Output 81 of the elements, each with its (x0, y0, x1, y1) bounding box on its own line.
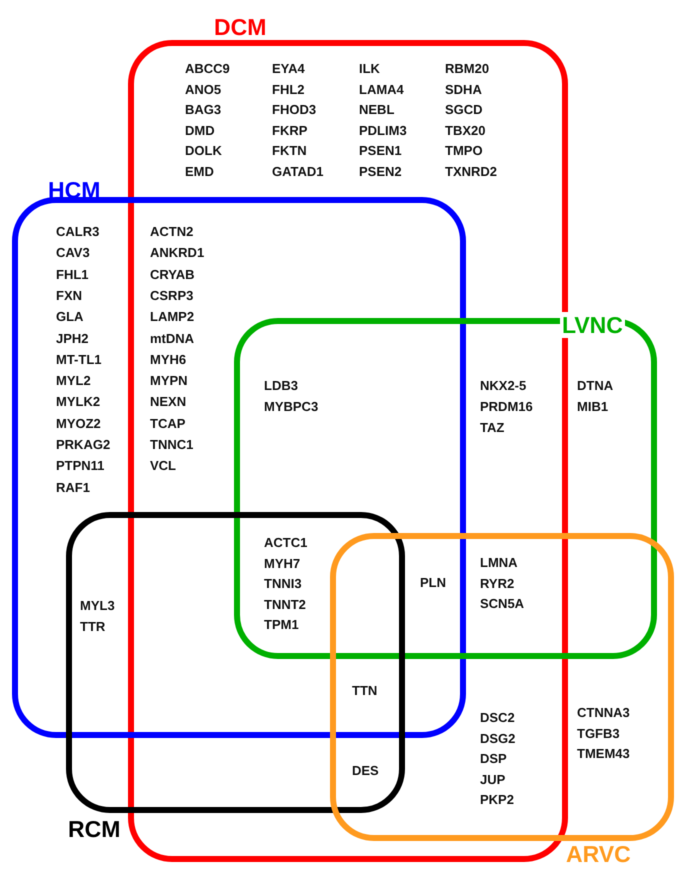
gene-label: SCN5A (480, 596, 524, 612)
gene-label: TAZ (480, 420, 504, 436)
gene-label: FXN (56, 288, 82, 304)
gene-label: TNNI3 (264, 576, 302, 592)
gene-label: TNNT2 (264, 596, 306, 613)
gene-label: SDHA (445, 82, 482, 98)
gene-label: MIB1 (577, 399, 608, 415)
gene-label: TXNRD2 (445, 164, 498, 180)
gene-label: JUP (480, 772, 506, 788)
gene-label: PSEN2 (359, 164, 402, 180)
gene-label: TTN (352, 683, 378, 699)
gene-label: DMD (185, 122, 215, 139)
gene-label: MYL3 (80, 598, 115, 614)
gene-label: MYH7 (264, 556, 300, 572)
gene-label: DSC2 (480, 710, 515, 726)
gene-label: PTPN11 (56, 458, 104, 474)
gene-label: BAG3 (185, 102, 222, 118)
gene-label: GATAD1 (272, 164, 324, 180)
gene-label: ANKRD1 (150, 245, 204, 262)
gene-label: ACTC1 (264, 535, 308, 551)
gene-label: DSG2 (480, 730, 516, 747)
gene-label: TTR (80, 618, 106, 635)
gene-label: DES (352, 763, 379, 779)
gene-label: DSP (480, 751, 507, 768)
gene-label: PKP2 (480, 792, 514, 808)
gene-label: LAMA4 (359, 82, 404, 98)
gene-label: TGFB3 (577, 726, 620, 742)
set-title: DCM (213, 14, 268, 40)
gene-label: RYR2 (480, 576, 514, 592)
gene-label: FKTN (272, 143, 307, 160)
gene-label: MYBPC3 (264, 399, 318, 415)
gene-label: DTNA (577, 378, 614, 394)
gene-label: PDLIM3 (359, 122, 407, 139)
gene-label: PLN (420, 575, 446, 591)
gene-label: MYLK2 (56, 394, 100, 410)
gene-label: mtDNA (150, 330, 194, 346)
gene-label: MYL2 (56, 373, 91, 390)
gene-label: MYOZ2 (56, 416, 101, 432)
set-title: RCM (67, 816, 122, 842)
gene-label: PRKAG2 (56, 437, 110, 453)
gene-label: RAF1 (56, 480, 90, 496)
gene-label: NEBL (359, 102, 394, 118)
gene-label: CRYAB (150, 266, 195, 283)
gene-label: CTNNA3 (577, 705, 630, 721)
gene-label: FHL2 (272, 82, 304, 98)
gene-label: FKRP (272, 122, 308, 139)
gene-label: PSEN1 (359, 143, 402, 160)
set-title: LVNC (560, 312, 625, 338)
gene-label: NEXN (150, 394, 186, 410)
gene-label: MT-TL1 (56, 352, 102, 368)
gene-label: JPH2 (56, 330, 89, 346)
gene-label: FHOD3 (272, 102, 316, 118)
gene-label: TBX20 (445, 122, 486, 139)
gene-label: MYH6 (150, 352, 186, 368)
gene-label: ANO5 (185, 82, 222, 98)
gene-label: TCAP (150, 416, 186, 432)
gene-label: ABCC9 (185, 61, 230, 77)
gene-label: FHL1 (56, 266, 88, 283)
gene-label: GLA (56, 309, 84, 326)
gene-label: PRDM16 (480, 399, 533, 415)
gene-label: SGCD (445, 102, 483, 118)
gene-label: CALR3 (56, 224, 100, 240)
gene-label: EMD (185, 164, 214, 180)
gene-label: TPM1 (264, 617, 299, 634)
gene-label: ACTN2 (150, 224, 194, 240)
gene-label: LDB3 (264, 378, 298, 394)
gene-label: VCL (150, 458, 176, 474)
gene-label: LMNA (480, 555, 518, 571)
gene-label: LAMP2 (150, 309, 194, 326)
gene-label: RBM20 (445, 61, 490, 77)
gene-label: TMEM43 (577, 746, 630, 762)
set-title: ARVC (565, 841, 632, 867)
gene-label: EYA4 (272, 61, 305, 77)
gene-label: ILK (359, 61, 380, 77)
gene-label: DOLK (185, 143, 222, 160)
gene-label: TNNC1 (150, 437, 194, 453)
gene-label: MYPN (150, 373, 188, 390)
gene-label: CSRP3 (150, 288, 194, 304)
gene-label: TMPO (445, 143, 483, 160)
gene-label: CAV3 (56, 245, 90, 262)
gene-label: NKX2-5 (480, 378, 526, 394)
